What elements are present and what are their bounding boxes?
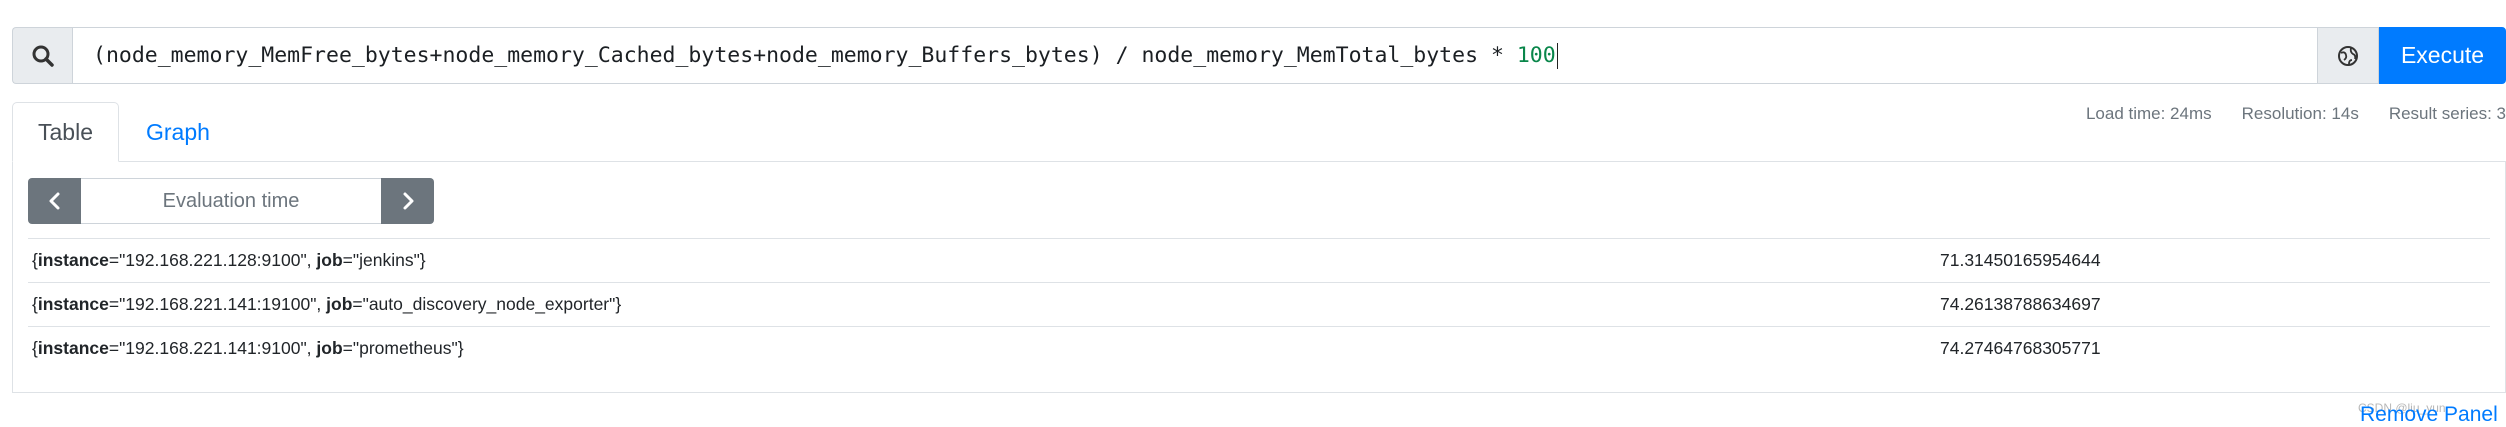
evaluation-time-input[interactable]: Evaluation time — [81, 178, 381, 224]
text-caret — [1556, 42, 1558, 69]
eval-next-button[interactable] — [381, 178, 434, 224]
instance-value: 192.168.221.128:9100 — [125, 250, 301, 270]
eval-prev-button[interactable] — [28, 178, 81, 224]
view-tabs: Table Graph — [12, 102, 235, 162]
query-bar: (node_memory_MemFree_bytes+node_memory_C… — [12, 27, 2506, 84]
evaluation-time-control: Evaluation time — [28, 178, 434, 224]
series-label: {instance="192.168.221.141:9100", job="p… — [28, 326, 1940, 371]
watermark: CSDN @liu_yun — [2358, 401, 2446, 415]
expression-text: (node_memory_MemFree_bytes+node_memory_C… — [93, 43, 1517, 68]
globe-icon — [2338, 45, 2358, 66]
table-row: {instance="192.168.221.141:9100", job="p… — [28, 326, 2490, 371]
job-value: auto_discovery_node_exporter — [368, 294, 610, 314]
series-label: {instance="192.168.221.128:9100", job="j… — [28, 238, 1940, 283]
series-value: 74.26138788634697 — [1940, 282, 2490, 327]
series-label: {instance="192.168.221.141:19100", job="… — [28, 282, 1940, 327]
execute-button[interactable]: Execute — [2379, 27, 2506, 84]
results-table: {instance="192.168.221.128:9100", job="j… — [28, 238, 2490, 371]
query-stats: Load time: 24ms Resolution: 14s Result s… — [2086, 104, 2506, 124]
load-time: Load time: 24ms — [2085, 104, 2212, 123]
series-value: 74.27464768305771 — [1940, 326, 2490, 371]
expression-input[interactable]: (node_memory_MemFree_bytes+node_memory_C… — [72, 27, 2318, 84]
expression-number: 100 — [1516, 43, 1556, 68]
job-value: jenkins — [359, 250, 414, 270]
tab-graph[interactable]: Graph — [145, 118, 210, 145]
resolution: Resolution: 14s — [2241, 104, 2359, 123]
table-panel: Evaluation time {instance="192.168.221.1… — [12, 161, 2506, 393]
result-series: Result series: 3 — [2388, 104, 2506, 123]
tab-table[interactable]: Table — [12, 102, 119, 162]
chevron-right-icon — [403, 192, 413, 210]
job-value: prometheus — [359, 338, 452, 359]
instance-value: 192.168.221.141:19100 — [125, 294, 311, 314]
search-icon — [12, 27, 72, 84]
instance-value: 192.168.221.141:9100 — [125, 338, 301, 359]
table-row: {instance="192.168.221.141:19100", job="… — [28, 282, 2490, 327]
remove-panel-link[interactable]: Remove Panel — [2360, 403, 2498, 426]
series-value: 71.31450165954644 — [1940, 238, 2490, 283]
table-row: {instance="192.168.221.128:9100", job="j… — [28, 238, 2490, 283]
chevron-left-icon — [49, 192, 59, 210]
metrics-explorer-button[interactable] — [2318, 27, 2379, 84]
